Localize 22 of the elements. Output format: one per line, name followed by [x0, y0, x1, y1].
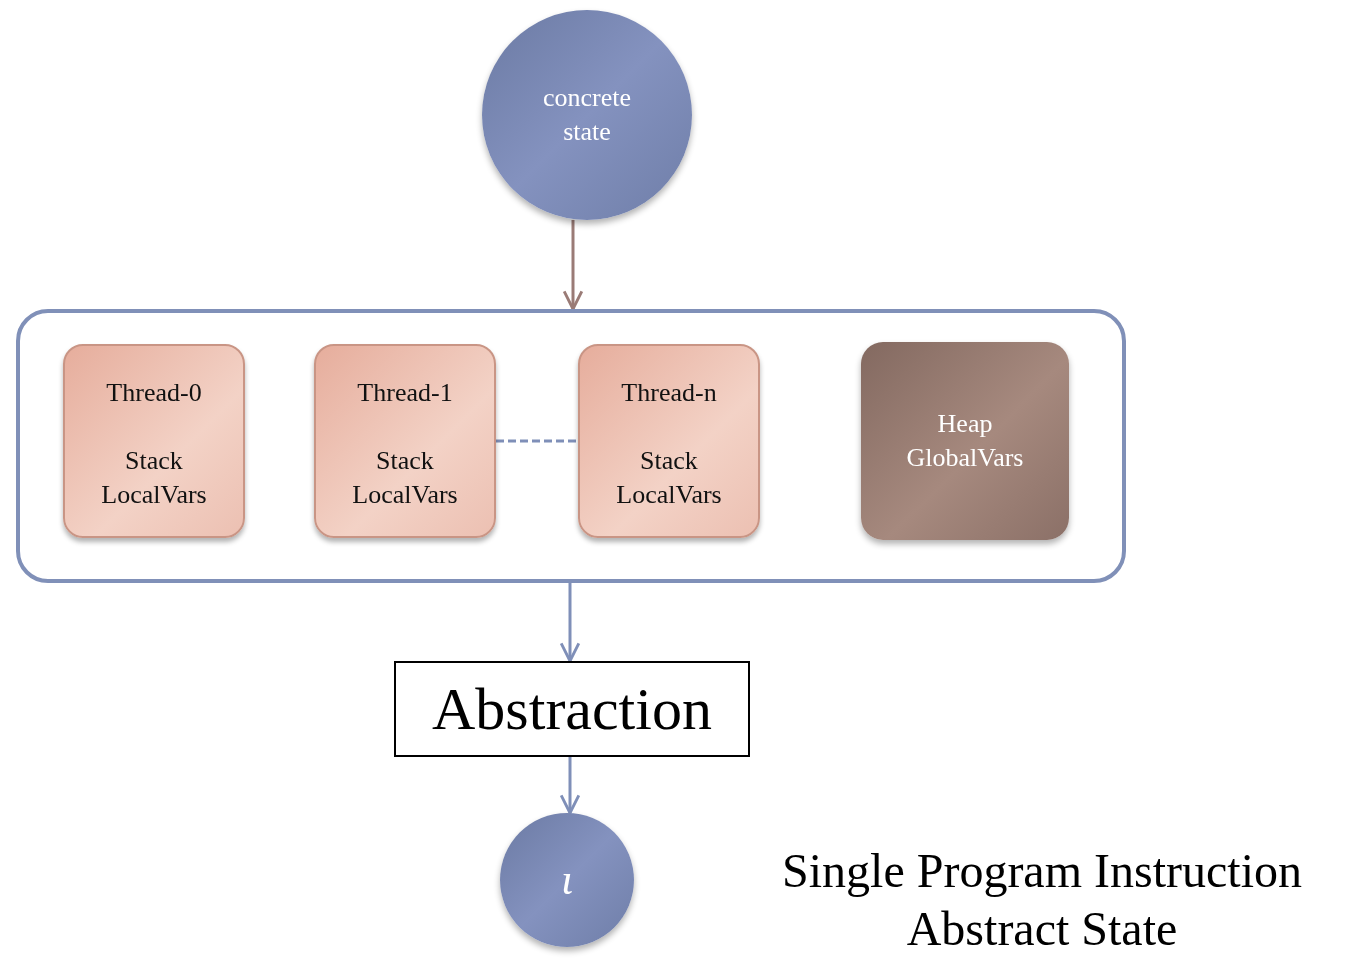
arrow [562, 220, 584, 311]
thread-contents: Stack LocalVars [615, 444, 723, 511]
state-container [16, 309, 1126, 583]
connector-line [496, 439, 578, 443]
abstraction-box [394, 661, 750, 757]
thread-title: Thread-0 [106, 377, 202, 409]
caption-text: Single Program Instruction Abstract State [781, 843, 1303, 957]
thread-box [314, 344, 496, 538]
thread-contents: Stack LocalVars [351, 444, 459, 511]
thread-contents: Stack LocalVars [100, 444, 208, 511]
node-label: Heap GlobalVars [905, 408, 1025, 474]
thread-title: Thread-1 [357, 377, 453, 409]
arrow [559, 757, 581, 815]
thread-box [578, 344, 760, 538]
state-circle [500, 813, 634, 947]
arrow [559, 583, 581, 663]
heap-box [861, 342, 1069, 540]
node-label: Abstraction [432, 679, 712, 739]
node-label: ι [560, 854, 574, 907]
thread-title: Thread-n [621, 377, 717, 409]
thread-box [63, 344, 245, 538]
node-label: concrete state [541, 82, 632, 148]
